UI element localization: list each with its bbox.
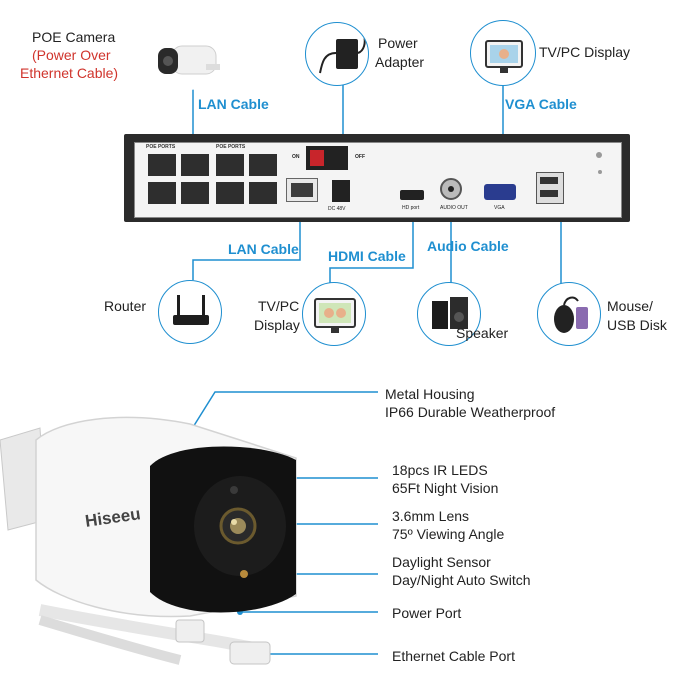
tv-display2-label-1: TV/PC: [258, 298, 300, 314]
dc-label: DC 48V: [328, 206, 346, 212]
power-adapter-circle: [305, 22, 369, 86]
tv-display2-circle: [302, 282, 366, 346]
audio-port: [440, 178, 462, 200]
screw: [596, 152, 602, 158]
poe-ports-label-a: POE PORTS: [146, 144, 176, 150]
audio-out-label: AUDIO OUT: [440, 205, 468, 211]
power-adapter-label-1: Power: [378, 35, 418, 51]
lan-cable-top-label: LAN Cable: [198, 96, 269, 112]
router-label: Router: [104, 298, 147, 314]
hdmi-label: HD port: [402, 205, 420, 211]
tv-display-circle: [470, 20, 536, 86]
nvr-back-panel: POE PORTS POE PORTS ON OFF DC 48V HD por…: [124, 134, 630, 222]
speaker-circle: [417, 282, 481, 346]
mouse-label-2: USB Disk: [607, 317, 667, 333]
vga-port: [484, 184, 516, 200]
bullet-camera-image: [0, 380, 310, 700]
tv-display2-label-2: Display: [254, 317, 300, 333]
poe-camera-sublabel-1: (Power Over: [32, 47, 111, 63]
power-adapter-label-2: Adapter: [375, 54, 425, 70]
audio-cable-label: Audio Cable: [427, 238, 509, 254]
feature-sensor-title: Daylight Sensor: [392, 554, 491, 570]
feature-sensor-desc: Day/Night Auto Switch: [392, 572, 531, 588]
mouse-label-1: Mouse/: [607, 298, 653, 314]
vga-label: VGA: [494, 205, 505, 211]
usb-ports: [536, 172, 564, 204]
power-switch: [306, 146, 348, 170]
feature-housing-desc: IP66 Durable Weatherproof: [385, 404, 556, 420]
lan-port: [286, 178, 318, 202]
vga-cable-label: VGA Cable: [505, 96, 577, 112]
dc-jack: [332, 180, 350, 202]
hdmi-port: [400, 190, 424, 200]
mouse-usb-circle: [537, 282, 601, 346]
poe-camera-image: [146, 38, 228, 90]
off-label: OFF: [355, 154, 365, 160]
feature-lens-desc: 75º Viewing Angle: [392, 526, 505, 542]
poe-camera-sublabel-2: Ethernet Cable): [20, 65, 119, 81]
feature-housing-title: Metal Housing: [385, 386, 475, 402]
router-circle: [158, 280, 222, 344]
poe-ports-group: [146, 152, 280, 210]
feature-lens-title: 3.6mm Lens: [392, 508, 470, 524]
feature-ethernet-port: Ethernet Cable Port: [392, 648, 515, 664]
feature-ir-desc: 65Ft Night Vision: [392, 480, 499, 496]
feature-ir-title: 18pcs IR LEDS: [392, 462, 488, 478]
hdmi-cable-label: HDMI Cable: [328, 248, 406, 264]
speaker-label: Speaker: [456, 325, 509, 341]
poe-camera-label: POE Camera: [32, 29, 116, 45]
lan-cable-bottom-label: LAN Cable: [228, 241, 299, 257]
screw: [598, 170, 602, 174]
tv-display-label: TV/PC Display: [539, 44, 631, 60]
on-label: ON: [292, 154, 300, 160]
poe-ports-label-b: POE PORTS: [216, 144, 246, 150]
feature-power-port: Power Port: [392, 605, 462, 621]
